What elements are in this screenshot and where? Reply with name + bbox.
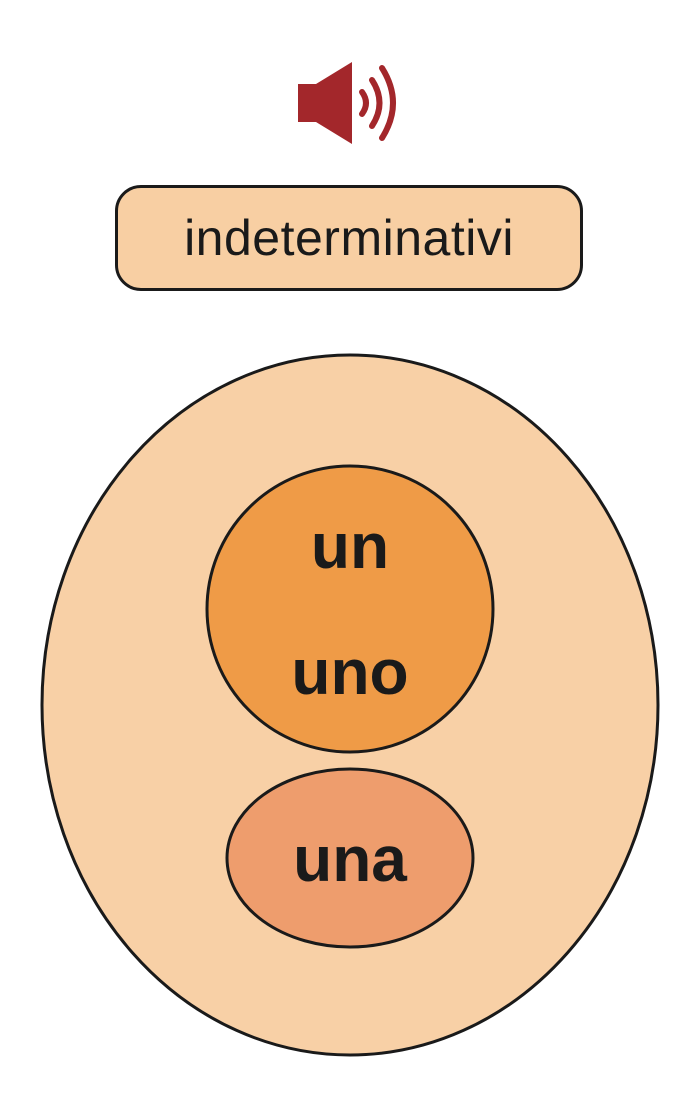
article-uno: uno [291,636,408,708]
page-title: indeterminativi [184,210,514,266]
article-un: un [311,510,389,582]
title-box: indeterminativi [115,185,583,291]
speaker-icon[interactable] [294,58,406,148]
feminine-ellipse [225,767,475,949]
masculine-circle [205,464,495,754]
article-una: una [293,823,407,895]
